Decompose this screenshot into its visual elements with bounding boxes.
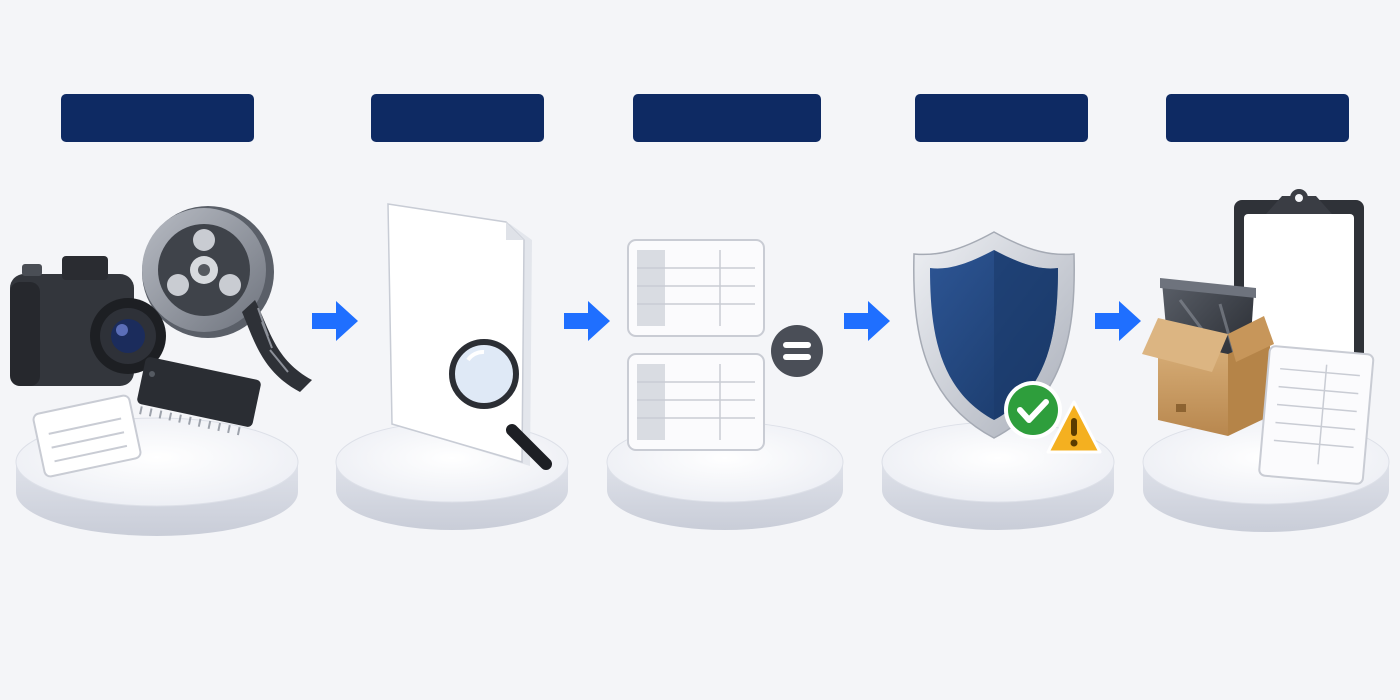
magnifier-icon <box>449 339 552 470</box>
step-1-header <box>61 94 254 142</box>
microchip-icon <box>137 357 261 436</box>
step-3-header <box>633 94 821 142</box>
platform-1 <box>15 417 299 536</box>
report-sheet-icon <box>1258 345 1375 485</box>
film-reel-icon <box>142 206 312 392</box>
step-4-header <box>915 94 1088 142</box>
table-card-top <box>627 239 765 337</box>
arrow-right-icon <box>1095 301 1141 341</box>
table-card-bottom <box>627 353 765 451</box>
platform-2 <box>335 421 569 530</box>
warning-icon <box>1046 400 1102 454</box>
arrow-right-icon <box>312 301 358 341</box>
arrow-right-icon <box>564 301 610 341</box>
label-card-icon <box>32 394 142 478</box>
equals-icon <box>771 325 823 377</box>
camera-icon <box>10 256 166 386</box>
arrow-right-icon <box>844 301 890 341</box>
step-5-header <box>1166 94 1349 142</box>
check-badge-icon <box>1004 381 1062 439</box>
cardboard-box-icon <box>1142 316 1274 436</box>
step-2-header <box>371 94 544 142</box>
